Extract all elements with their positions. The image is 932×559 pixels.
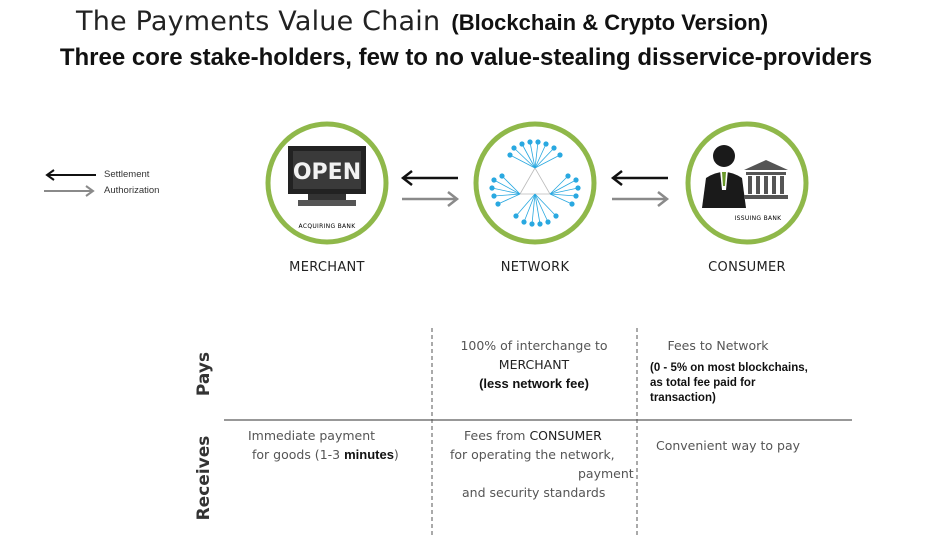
settlement-arrow-icon [45,169,96,181]
receives-network-line4: and security standards [462,485,606,500]
receives-merchant-paren: ) [393,447,399,462]
receives-consumer-line1: Convenient way to pay [655,438,801,453]
page-subtitle: Three core stake-holders, few to no valu… [59,44,873,71]
receives-consumer-cell: Convenient way to pay [643,436,843,455]
row-header-pays: Pays [194,351,214,397]
page-title: The Payments Value Chain (Blockchain & C… [76,6,768,37]
legend-arrows [44,169,96,197]
network-node [472,120,598,246]
authorization-arrow-icon [612,191,670,207]
open-sign-icon: OPEN [288,146,366,206]
row-header-receives: Receives [194,435,214,521]
receives-merchant-minutes: minutes [344,447,394,462]
consumer-label: CONSUMER [708,260,786,275]
open-sign-text: OPEN [293,160,361,185]
settlement-arrow-icon [610,170,668,186]
pays-consumer-line3: as total fee paid for [650,377,756,389]
receives-merchant-line1: Immediate payment [248,428,376,443]
bank-building-icon [744,160,788,199]
title-sub: (Blockchain & Crypto Version) [451,10,769,35]
receives-network-line2: for operating the network, [450,447,615,462]
pays-network-line2: MERCHANT [498,357,570,372]
legend-settlement-label: Settlement [104,169,150,180]
receives-network-line1-text: Fees from [464,428,530,443]
consumer-circle: ISSUING BANK [685,121,809,245]
receives-merchant-cell: Immediate payment for goods (1-3 minutes… [238,426,428,464]
merchant-caption: ACQUIRING BANK [299,223,357,230]
person-icon [702,145,746,208]
pays-consumer-cell: Fees to Network (0 - 5% on most blockcha… [643,336,843,406]
pays-consumer-line2: (0 - 5% on most blockchains, [650,362,808,374]
legend: Settlement Authorization [40,166,170,206]
pays-consumer-line4: transaction) [650,392,716,404]
receives-network-line3: payment [578,466,634,481]
merchant-network-arrows [400,170,460,207]
authorization-arrow-icon [402,191,460,207]
pays-network-line3: (less network fee) [479,376,589,391]
receives-merchant-line2: for goods (1-3 minutes) [238,445,428,464]
pays-network-cell: 100% of interchange to MERCHANT (less ne… [437,336,631,393]
receives-network-consumer: CONSUMER [529,428,602,443]
authorization-arrow-icon [44,185,95,197]
merchant-node: OPEN ACQUIRING BANK [264,120,390,246]
receives-network-cell: Fees from CONSUMER for operating the net… [440,426,634,502]
network-circle [473,121,597,245]
pays-network-line1: 100% of interchange to [460,338,608,353]
pays-consumer-line1: Fees to Network [667,338,769,353]
receives-merchant-line2-text: for goods (1-3 [252,447,345,462]
network-label: NETWORK [500,260,570,275]
consumer-node: ISSUING BANK [684,120,810,246]
settlement-arrow-icon [400,170,458,186]
merchant-circle: OPEN ACQUIRING BANK [265,121,389,245]
network-graph-icon [489,139,581,227]
legend-authorization-label: Authorization [104,185,160,196]
receives-network-line1: Fees from CONSUMER [440,426,634,445]
network-consumer-arrows [610,170,670,207]
consumer-caption: ISSUING BANK [735,215,783,222]
merchant-label: MERCHANT [289,260,365,275]
title-main: The Payments Value Chain [76,6,441,37]
